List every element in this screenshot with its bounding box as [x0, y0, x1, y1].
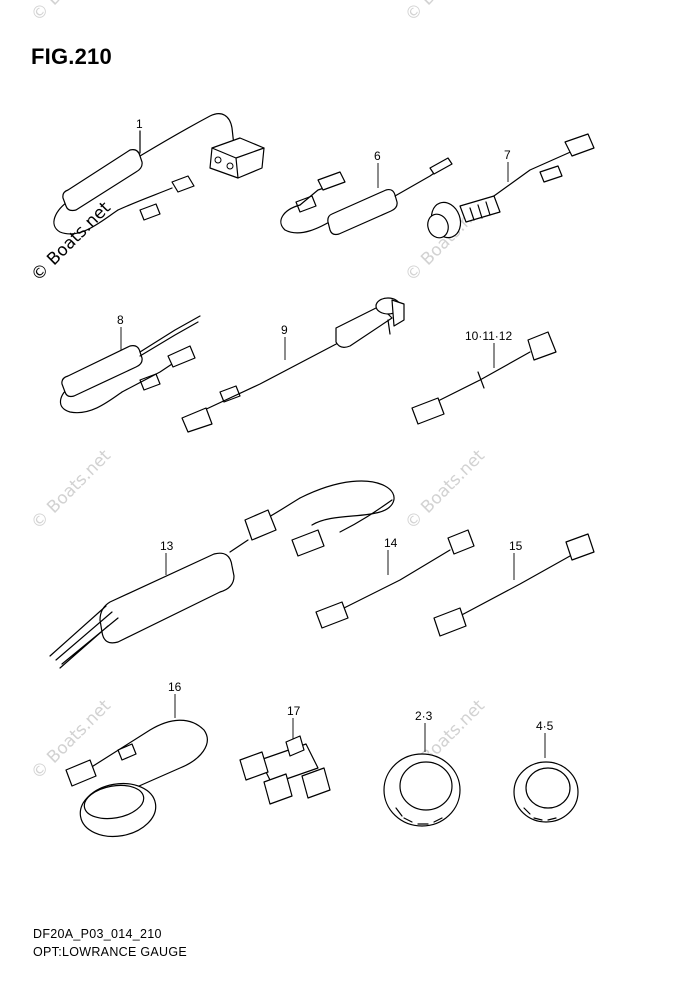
diagram-code: DF20A_P03_014_210 — [33, 927, 162, 941]
part-7-connector[interactable] — [424, 133, 595, 242]
part-1-sensor-cable[interactable] — [53, 113, 265, 235]
part-16-sensor[interactable] — [65, 694, 208, 842]
callout-6: 6 — [374, 149, 381, 163]
part-2-3-ring[interactable] — [383, 723, 461, 827]
part-13-harness[interactable] — [49, 480, 395, 669]
callout-16: 16 — [168, 680, 182, 694]
watermark: © Boats.net — [27, 446, 115, 534]
callout-7: 7 — [504, 148, 511, 162]
part-15-cable[interactable] — [433, 533, 595, 637]
callout-10-11-12: 10·11·12 — [465, 329, 512, 343]
callout-8: 8 — [117, 313, 124, 327]
callout-2-3: 2·3 — [415, 709, 433, 723]
callout-17: 17 — [287, 704, 301, 718]
watermark: © Boats.net — [27, 0, 115, 26]
part-14-cable[interactable] — [315, 529, 475, 629]
part-9-sensor[interactable] — [181, 297, 405, 433]
watermarks: © Boats.net © Boats.net © Boats.net © Bo… — [27, 0, 489, 784]
callout-4-5: 4·5 — [536, 719, 554, 733]
watermark: © Boats.net — [401, 446, 489, 534]
part-8-cable[interactable] — [59, 315, 201, 414]
figure-title: FIG.210 — [31, 44, 112, 69]
callout-14: 14 — [384, 536, 398, 550]
part-4-5-ring[interactable] — [513, 733, 579, 823]
callout-9: 9 — [281, 323, 288, 337]
part-10-11-12-cable[interactable] — [411, 331, 557, 425]
part-17-t-connector[interactable] — [239, 718, 331, 805]
callout-1: 1 — [136, 117, 143, 131]
part-6-cable[interactable] — [280, 157, 453, 236]
watermark: © Boats.net — [401, 0, 489, 26]
callout-15: 15 — [509, 539, 523, 553]
diagram-caption: OPT:LOWRANCE GAUGE — [33, 945, 188, 959]
callout-13: 13 — [160, 539, 174, 553]
